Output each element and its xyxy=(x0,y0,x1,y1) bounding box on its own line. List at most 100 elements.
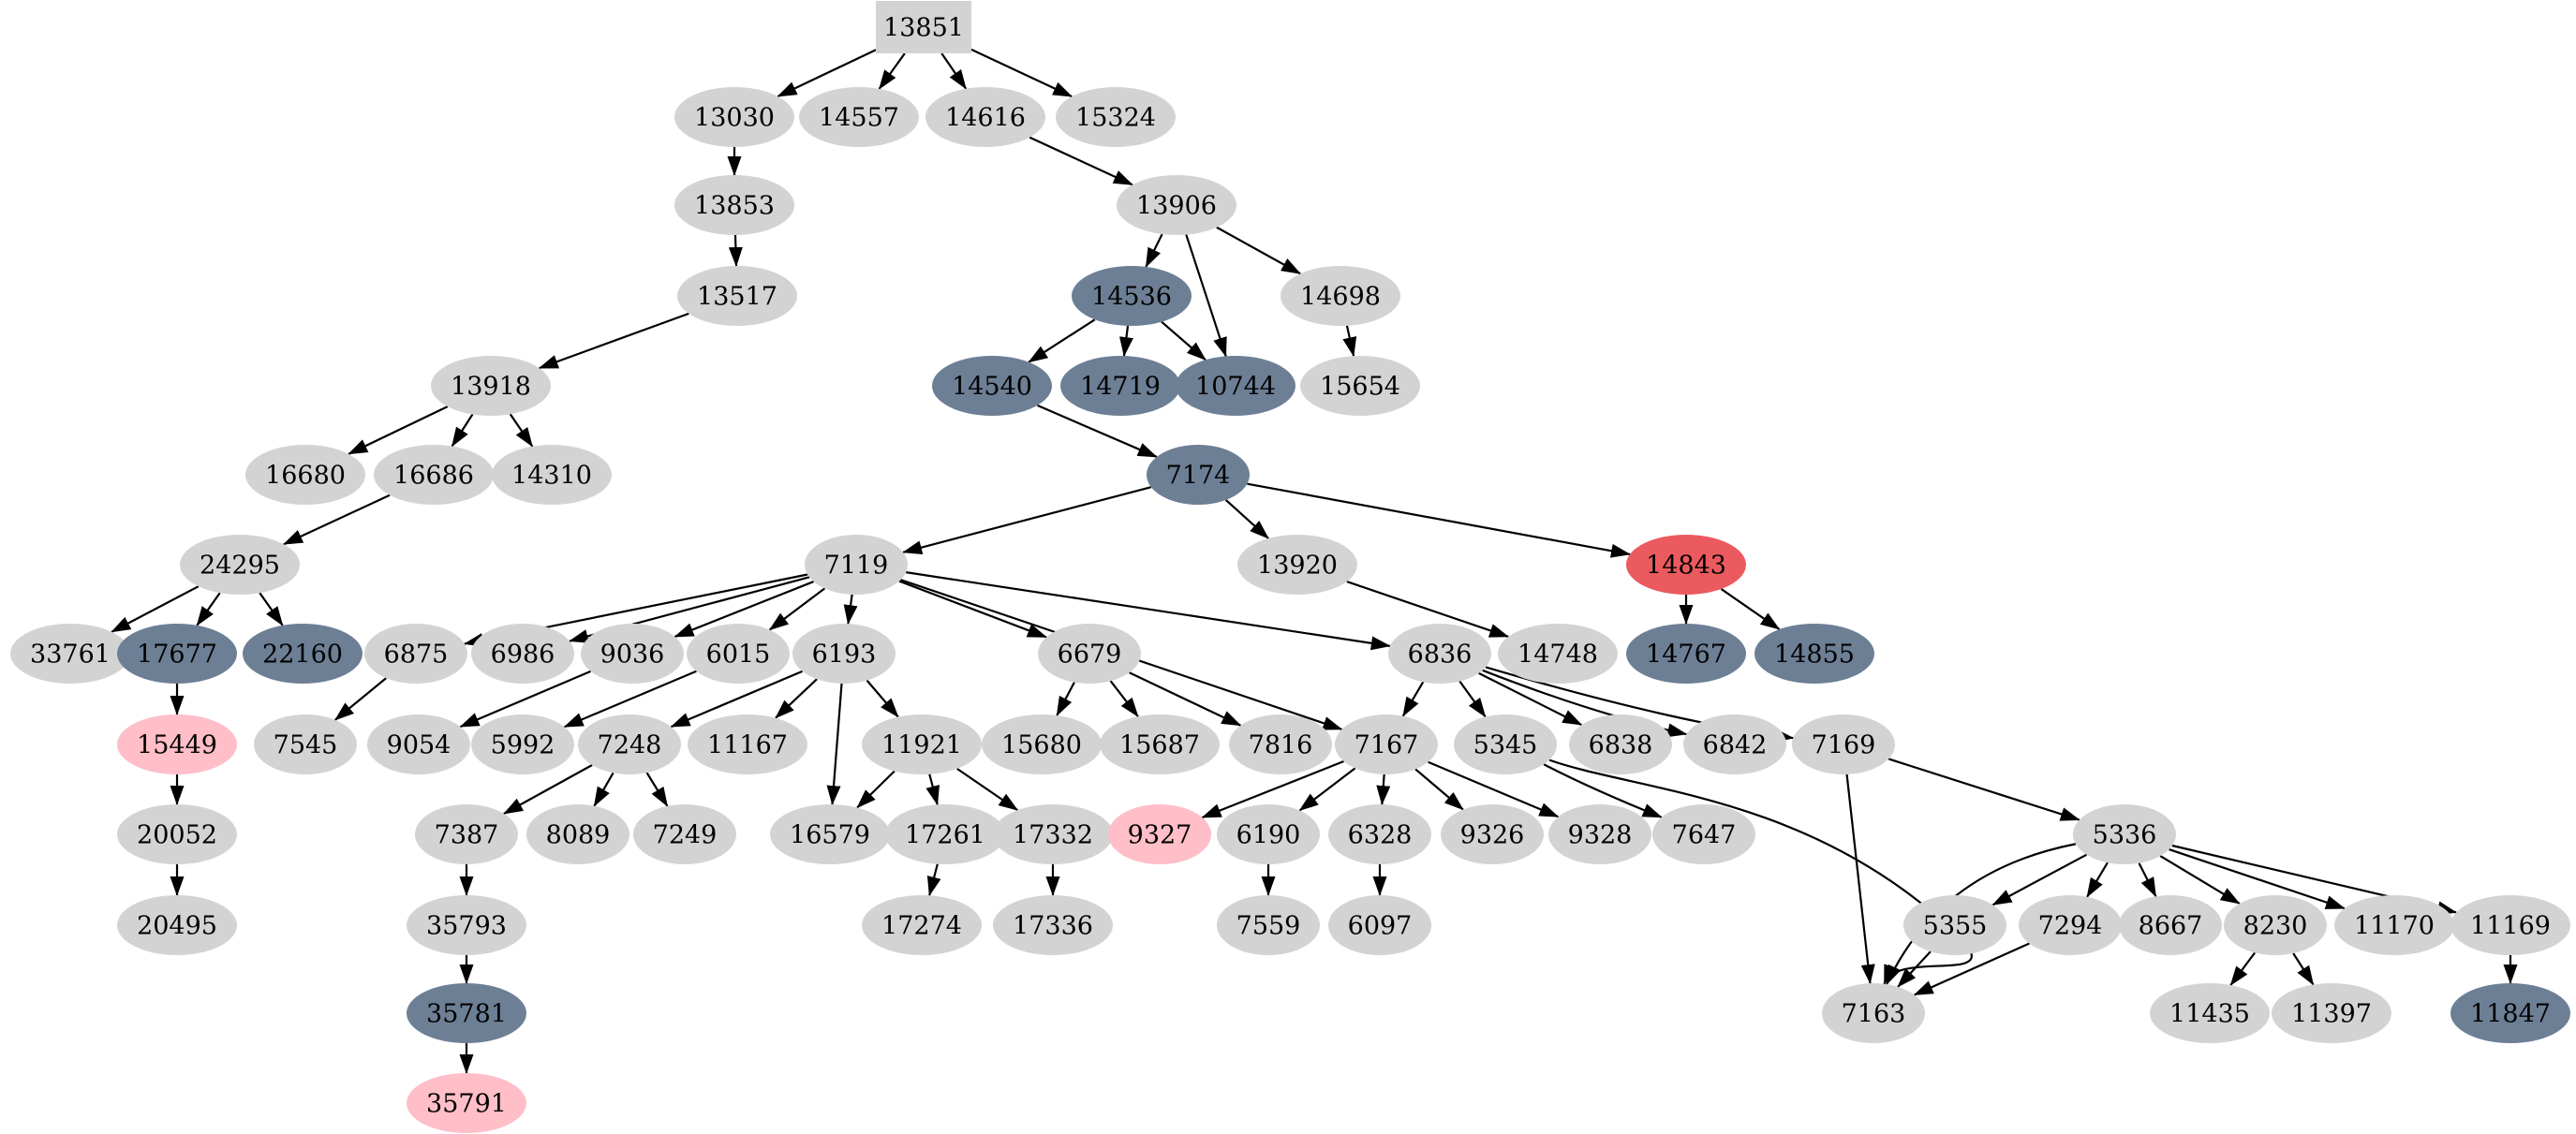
edge-7167-9328 xyxy=(1428,760,1560,818)
node-ellipse-15687 xyxy=(1100,714,1220,774)
node-ellipse-7647 xyxy=(1652,804,1755,864)
edge-24295-33761 xyxy=(111,585,200,633)
node-ellipse-16680 xyxy=(245,445,365,505)
node-ellipse-14616 xyxy=(925,87,1045,147)
node-ellipse-24295 xyxy=(180,535,300,595)
node-ellipse-7545 xyxy=(254,714,357,774)
node-ellipse-11847 xyxy=(2450,983,2570,1043)
node-label-14540: 14540 xyxy=(952,372,1032,401)
node-label-10744: 10744 xyxy=(1195,372,1276,401)
node-8230: 8230 xyxy=(2224,895,2327,955)
node-ellipse-15680 xyxy=(982,714,1102,774)
node-7169: 7169 xyxy=(1792,714,1895,774)
edge-13851-15324 xyxy=(970,48,1073,98)
node-ellipse-6015 xyxy=(687,624,790,684)
node-ellipse-11169 xyxy=(2450,895,2570,955)
node-ellipse-16579 xyxy=(770,804,890,864)
node-label-13517: 13517 xyxy=(697,282,777,311)
edge-5336-11170 xyxy=(2169,847,2346,910)
node-ellipse-35793 xyxy=(407,895,526,955)
node-ellipse-13030 xyxy=(674,87,794,147)
edge-5336-8667 xyxy=(2138,862,2157,898)
node-5345: 5345 xyxy=(1454,714,1557,774)
node-ellipse-6328 xyxy=(1328,804,1431,864)
node-label-20495: 20495 xyxy=(137,911,217,940)
node-label-11397: 11397 xyxy=(2291,999,2372,1028)
node-ellipse-11170 xyxy=(2334,895,2454,955)
node-ellipse-9327 xyxy=(1108,804,1211,864)
node-label-6015: 6015 xyxy=(706,640,771,669)
node-ellipse-7167 xyxy=(1335,714,1438,774)
node-ellipse-7174 xyxy=(1147,445,1250,505)
node-7816: 7816 xyxy=(1229,714,1332,774)
node-11167: 11167 xyxy=(688,714,807,774)
node-ellipse-17677 xyxy=(117,624,237,684)
edge-14843-14855 xyxy=(1720,588,1781,630)
node-9327: 9327 xyxy=(1108,804,1211,864)
node-label-9328: 9328 xyxy=(1568,820,1633,849)
node-9328: 9328 xyxy=(1548,804,1651,864)
edge-13918-14310 xyxy=(509,413,534,448)
node-label-8667: 8667 xyxy=(2139,911,2203,940)
edge-6679-7816 xyxy=(1129,671,1242,727)
node-ellipse-10744 xyxy=(1176,356,1295,416)
edge-7167-9326 xyxy=(1414,768,1464,811)
node-ellipse-7249 xyxy=(633,804,736,864)
node-label-11167: 11167 xyxy=(707,730,788,759)
node-14719: 14719 xyxy=(1060,356,1180,416)
node-20495: 20495 xyxy=(117,895,237,955)
node-6986: 6986 xyxy=(471,624,574,684)
node-15324: 15324 xyxy=(1056,87,1176,147)
edge-5345-7163 xyxy=(1548,758,1973,985)
node-11921: 11921 xyxy=(862,714,982,774)
edge-layer xyxy=(111,48,2518,1074)
node-label-13918: 13918 xyxy=(451,372,531,401)
node-label-13853: 13853 xyxy=(694,191,775,220)
node-9036: 9036 xyxy=(581,624,684,684)
node-label-16579: 16579 xyxy=(790,820,870,849)
node-label-11921: 11921 xyxy=(881,730,962,759)
edge-6193-16579 xyxy=(826,683,843,806)
node-label-16686: 16686 xyxy=(393,461,474,490)
node-ellipse-15449 xyxy=(117,714,237,774)
node-label-15687: 15687 xyxy=(1119,730,1200,759)
node-11397: 11397 xyxy=(2272,983,2391,1043)
node-14557: 14557 xyxy=(799,87,919,147)
node-label-15449: 15449 xyxy=(137,730,217,759)
edge-13918-16680 xyxy=(348,405,449,455)
node-6838: 6838 xyxy=(1569,714,1672,774)
node-5355: 5355 xyxy=(1903,895,2006,955)
node-5992: 5992 xyxy=(471,714,574,774)
node-14748: 14748 xyxy=(1498,624,1618,684)
node-label-5345: 5345 xyxy=(1473,730,1538,759)
node-ellipse-6097 xyxy=(1328,895,1431,955)
node-label-35791: 35791 xyxy=(426,1089,507,1118)
node-15449: 15449 xyxy=(117,714,237,774)
node-ellipse-13920 xyxy=(1237,535,1357,595)
node-7559: 7559 xyxy=(1217,895,1320,955)
node-7647: 7647 xyxy=(1652,804,1755,864)
node-33761: 33761 xyxy=(10,624,130,684)
edge-7167-6190 xyxy=(1298,767,1356,812)
node-6097: 6097 xyxy=(1328,895,1431,955)
edge-6836-5345 xyxy=(1458,680,1487,718)
edge-13918-16686 xyxy=(451,413,474,448)
node-label-17261: 17261 xyxy=(905,820,985,849)
node-label-15324: 15324 xyxy=(1075,103,1156,132)
node-6679: 6679 xyxy=(1038,624,1141,684)
node-label-7249: 7249 xyxy=(653,820,718,849)
node-ellipse-9326 xyxy=(1441,804,1544,864)
node-ellipse-20052 xyxy=(117,804,237,864)
edge-13906-14698 xyxy=(1216,226,1302,275)
node-11847: 11847 xyxy=(2450,983,2570,1043)
node-ellipse-14698 xyxy=(1281,266,1400,326)
node-label-17677: 17677 xyxy=(137,640,217,669)
node-label-13851: 13851 xyxy=(883,13,964,42)
node-ellipse-14540 xyxy=(932,356,1052,416)
node-ellipse-14310 xyxy=(492,445,612,505)
node-label-6838: 6838 xyxy=(1589,730,1653,759)
node-label-14616: 14616 xyxy=(945,103,1026,132)
edge-5336-8230 xyxy=(2159,855,2241,905)
